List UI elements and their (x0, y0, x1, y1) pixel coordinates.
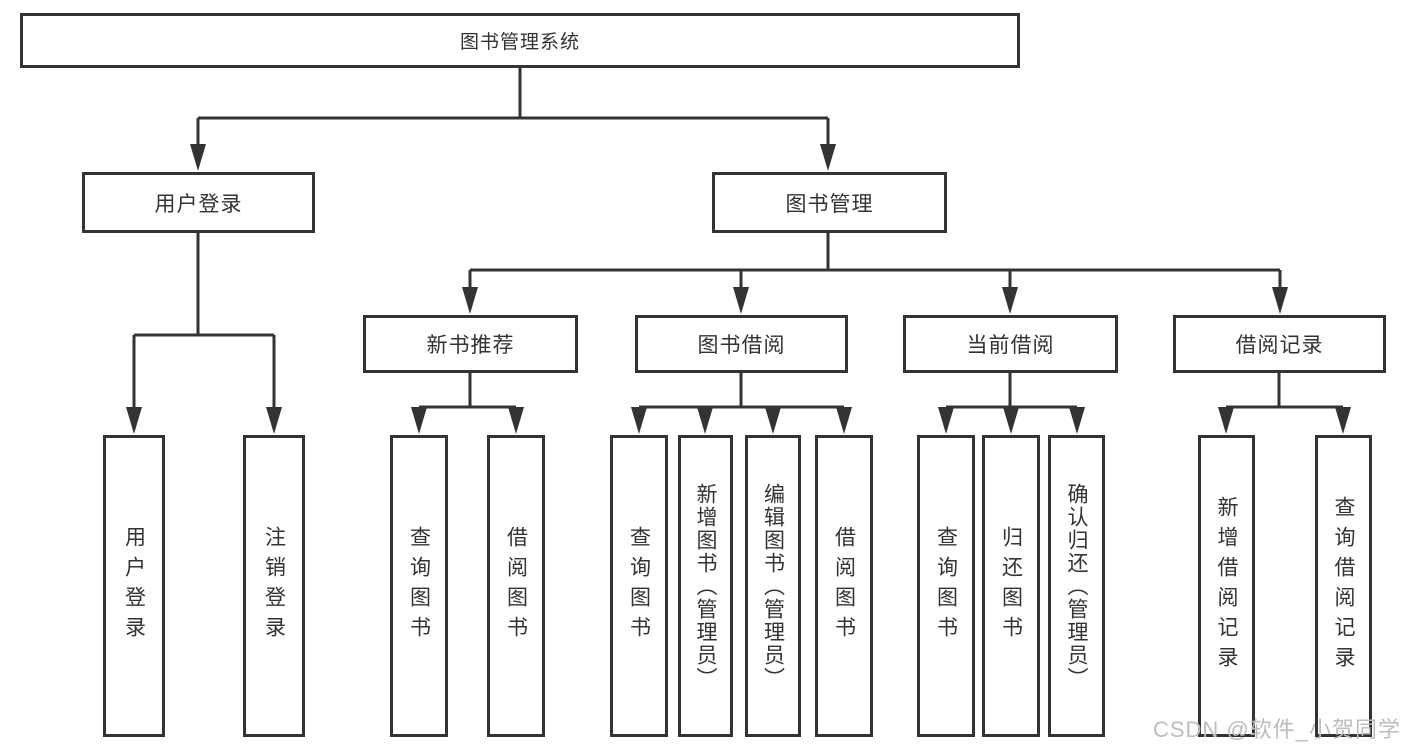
leaf-borrow-books-recommend: 借阅图书 (487, 435, 545, 737)
leaf-query-borrow-record: 查询借阅记录 (1315, 435, 1372, 737)
node-label: 用户登录 (122, 526, 146, 646)
leaf-add-borrow-record: 新增借阅记录 (1198, 435, 1255, 737)
node-label: 编辑图书（管理员） (761, 482, 785, 690)
node-label: 注销登录 (262, 526, 286, 646)
leaf-user-login: 用户登录 (103, 435, 165, 737)
leaf-query-books-borrowing: 查询图书 (610, 435, 668, 737)
node-library-management-system: 图书管理系统 (20, 13, 1020, 68)
node-label: 新增借阅记录 (1215, 496, 1238, 676)
node-label: 图书借阅 (697, 334, 786, 357)
node-label: 用户登录 (154, 192, 243, 216)
node-label: 查询图书 (407, 526, 431, 646)
node-label: 当前借阅 (966, 334, 1055, 357)
node-label: 图书管理系统 (459, 32, 580, 53)
leaf-confirm-return-admin: 确认归还（管理员） (1048, 435, 1105, 737)
node-label: 归还图书 (999, 526, 1023, 646)
node-label: 查询借阅记录 (1332, 496, 1355, 676)
leaf-edit-book-admin: 编辑图书（管理员） (745, 435, 801, 737)
node-label: 确认归还（管理员） (1065, 482, 1088, 690)
leaf-borrow-books-borrowing: 借阅图书 (815, 435, 873, 737)
node-label: 借阅图书 (832, 526, 856, 646)
node-label: 新书推荐 (426, 334, 515, 357)
node-new-book-recommend: 新书推荐 (363, 315, 578, 373)
node-borrowing-records: 借阅记录 (1173, 315, 1386, 373)
leaf-query-books-recommend: 查询图书 (390, 435, 448, 737)
leaf-logout: 注销登录 (243, 435, 305, 737)
node-user-login: 用户登录 (82, 172, 315, 233)
node-label: 借阅记录 (1235, 334, 1324, 357)
node-label: 借阅图书 (504, 526, 528, 646)
csdn-watermark: CSDN @软件_小贺同学 (1152, 717, 1401, 742)
leaf-return-book: 归还图书 (982, 435, 1040, 737)
node-book-borrowing: 图书借阅 (635, 315, 848, 373)
node-label: 图书管理 (785, 192, 874, 216)
node-book-management: 图书管理 (712, 172, 947, 233)
node-label: 新增图书（管理员） (694, 482, 717, 690)
node-current-borrowing: 当前借阅 (903, 315, 1118, 373)
node-label: 查询图书 (934, 526, 958, 646)
leaf-query-books-current: 查询图书 (917, 435, 975, 737)
node-label: 查询图书 (627, 526, 651, 646)
leaf-add-book-admin: 新增图书（管理员） (678, 435, 733, 737)
